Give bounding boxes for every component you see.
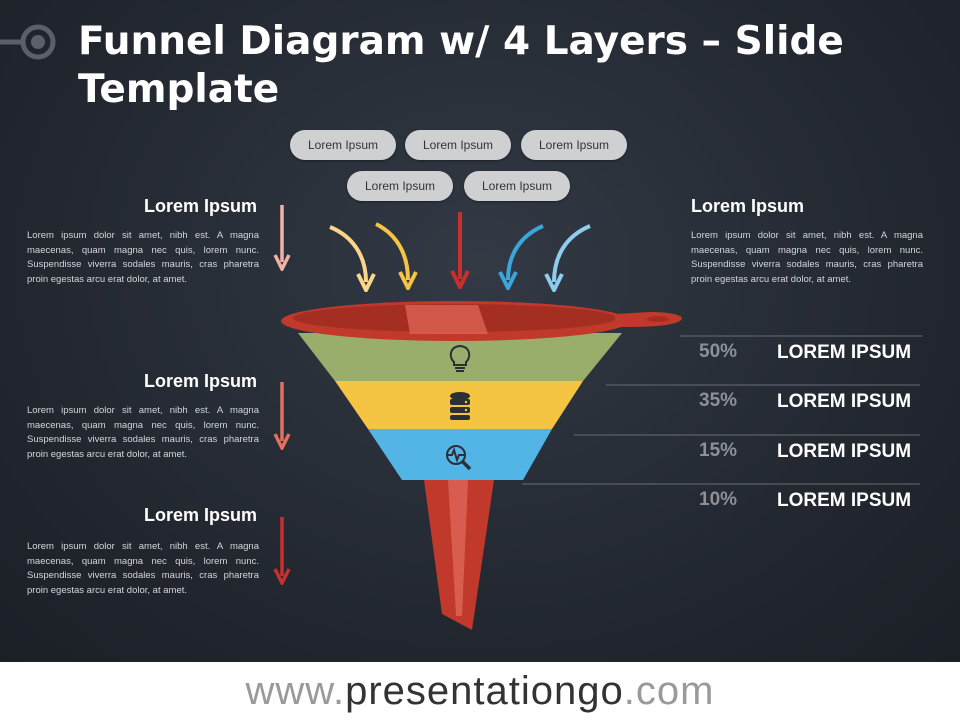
layer-3-percent: 15% (699, 440, 738, 461)
input-pill-3: Lorem Ipsum (521, 130, 627, 160)
text-block-2-title: Lorem Ipsum (143, 371, 257, 391)
layer-2-percent: 35% (699, 390, 738, 411)
layer-1-label: LOREM IPSUM (777, 342, 912, 363)
input-arrow-4 (508, 224, 544, 280)
text-block-3-body: Lorem ipsum dolor sit amet, nibh est. A … (27, 541, 259, 596)
layer-4-label: LOREM IPSUM (777, 490, 912, 511)
input-pill-5: Lorem Ipsum (464, 171, 570, 201)
funnel-spout-highlight (448, 480, 468, 616)
funnel-diagram (0, 205, 922, 630)
footer-url: www.presentationgo.com (0, 662, 960, 720)
text-block-1-title: Lorem Ipsum (143, 196, 257, 216)
layer-2-label: LOREM IPSUM (777, 391, 912, 412)
text-block-1-body: Lorem ipsum dolor sit amet, nibh est. A … (27, 230, 259, 285)
text-block-3-title: Lorem Ipsum (143, 505, 257, 525)
text-block-4-body: Lorem ipsum dolor sit amet, nibh est. A … (691, 230, 923, 285)
funnel-handle-hole (647, 316, 669, 322)
input-pill-2: Lorem Ipsum (405, 130, 511, 160)
logo-ring-icon (0, 24, 56, 60)
text-block-2-body: Lorem ipsum dolor sit amet, nibh est. A … (27, 405, 259, 460)
database-icon (450, 392, 470, 420)
funnel-layer-1 (298, 333, 622, 381)
input-arrow-1 (329, 225, 366, 282)
text-block-4-title: Lorem Ipsum (691, 196, 805, 216)
footer-suffix: .com (623, 669, 715, 713)
funnel-rim-highlight (405, 305, 488, 334)
lightbulb-icon (449, 344, 471, 372)
input-arrow-5 (554, 224, 591, 282)
slide-title: Funnel Diagram w/ 4 Layers – Slide Templ… (78, 19, 844, 112)
footer-brand: presentationgo (345, 669, 624, 713)
magnifier-pulse-icon (446, 445, 472, 471)
footer-prefix: www. (245, 669, 346, 713)
input-arrow-2 (375, 222, 408, 280)
input-pill-4: Lorem Ipsum (347, 171, 453, 201)
layer-1-percent: 50% (699, 341, 738, 362)
slide-canvas: Funnel Diagram w/ 4 Layers – Slide Templ… (0, 0, 960, 662)
layer-4-percent: 10% (699, 489, 738, 510)
input-pill-1: Lorem Ipsum (290, 130, 396, 160)
layer-3-label: LOREM IPSUM (777, 441, 912, 462)
